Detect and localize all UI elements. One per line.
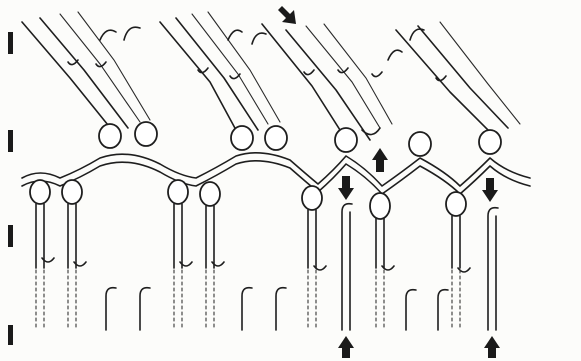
arrow-mid-down-left <box>338 176 354 200</box>
stitch-loop <box>98 123 122 149</box>
lower-loops <box>29 179 467 220</box>
stitch-loop <box>445 191 467 217</box>
needle-shaft <box>417 25 509 129</box>
stitch-loop <box>478 129 502 155</box>
empty-needle <box>139 286 151 331</box>
yarn-strand <box>305 25 381 129</box>
movement-arrows <box>278 6 500 358</box>
latch <box>435 75 447 82</box>
needle-shaft <box>21 21 113 131</box>
stitch-loop <box>29 179 51 205</box>
empty-needle <box>105 286 117 331</box>
empty-needle <box>405 288 417 331</box>
yarn-strand <box>191 13 269 125</box>
edge-mark <box>8 325 13 345</box>
latch <box>303 67 383 78</box>
needle-shaft <box>307 209 317 269</box>
latch <box>41 257 471 273</box>
stitch-loop <box>369 192 391 220</box>
yarn-course-top <box>21 152 531 187</box>
arrow-bottom-up-right <box>484 336 500 358</box>
latch-hook <box>227 29 243 41</box>
upper-needle-group-3 <box>261 23 403 141</box>
latch-hook <box>409 28 425 41</box>
needle-shaft <box>175 17 259 131</box>
needle-shaft <box>451 215 461 269</box>
stitch-loop <box>264 125 288 151</box>
needle-shaft <box>375 217 385 269</box>
needle-butts <box>35 269 461 331</box>
empty-needle <box>341 202 353 331</box>
needle-shaft <box>395 29 489 131</box>
stitch-loop <box>408 131 432 157</box>
stitch-loop <box>334 127 358 153</box>
arrow-top-diagonal <box>278 6 296 24</box>
latch <box>197 67 241 80</box>
needle-shaft <box>285 29 371 141</box>
needle-shaft <box>159 21 237 131</box>
upper-needle-group-1 <box>21 11 151 131</box>
yarn-course-bottom <box>21 160 531 195</box>
stitch-loop <box>199 181 221 207</box>
arrow-mid-down-right <box>482 178 498 202</box>
needle-shaft <box>173 203 183 269</box>
empty-needle <box>437 288 449 331</box>
upper-needle-group-2 <box>159 11 281 131</box>
needle-shaft <box>39 17 129 129</box>
upper-needle-group-4 <box>395 21 521 131</box>
yarn-strand <box>207 11 281 123</box>
latch-hook <box>361 127 381 136</box>
edge-mark <box>8 225 13 247</box>
edge-mark <box>8 130 13 152</box>
latch <box>67 59 107 68</box>
needle-shaft <box>205 205 215 269</box>
yarn-strand <box>77 11 151 121</box>
arrow-mid-up <box>372 148 388 172</box>
arrow-bottom-up-left <box>338 336 354 358</box>
yarn-strand <box>439 21 521 125</box>
stitch-loop <box>134 121 158 147</box>
latch-hook <box>123 26 141 41</box>
knit-course <box>21 152 531 195</box>
lower-needles <box>35 202 499 331</box>
upper-loops <box>98 121 502 157</box>
stitch-loop <box>301 185 323 211</box>
latch-hook <box>251 32 267 45</box>
left-edge-marks <box>8 32 13 345</box>
latch-hook <box>387 49 403 61</box>
needle-shaft <box>35 203 45 269</box>
latch-hook <box>99 29 117 41</box>
needle-shaft <box>67 203 77 269</box>
upper-needles <box>21 11 521 141</box>
yarn-strand <box>59 13 141 123</box>
edge-mark <box>8 32 13 54</box>
empty-needle <box>487 206 499 331</box>
stitch-loop <box>230 125 254 151</box>
yarn-strand <box>323 23 393 125</box>
empty-needle <box>241 286 253 331</box>
empty-needle <box>275 286 287 331</box>
needle-shaft <box>261 23 341 131</box>
stitch-loop <box>167 179 189 205</box>
stitch-loop <box>61 179 83 205</box>
